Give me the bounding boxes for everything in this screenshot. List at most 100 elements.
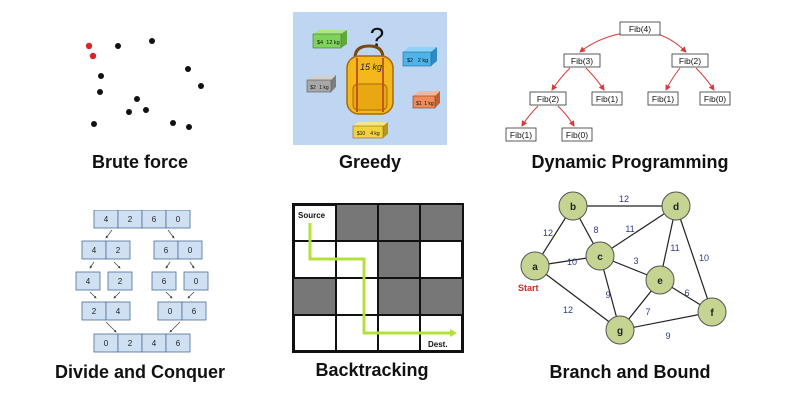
- node-label: a: [532, 262, 538, 273]
- edge-weight: 10: [567, 257, 577, 267]
- cell-value: 4: [86, 277, 91, 286]
- red-point: [85, 42, 93, 50]
- brute-force-panel: [60, 20, 240, 150]
- item-weight: 12 kg: [326, 40, 339, 46]
- point: [115, 43, 121, 49]
- edge-weight: 11: [670, 243, 679, 253]
- cell-value: 2: [128, 215, 133, 224]
- node-label: d: [673, 202, 679, 213]
- point: [185, 66, 191, 72]
- item-box: $4 12 kg: [312, 30, 347, 49]
- item-box: $1 1 kg: [412, 91, 440, 109]
- bag-weight-label: 15 kg: [360, 62, 382, 72]
- weighted-graph: 12 12 8 11 10 3 11 10 9 12 7 6 9 b d a: [518, 191, 727, 345]
- item-value: $2: [310, 85, 316, 91]
- cell-value: 6: [152, 215, 157, 224]
- dp-node: Fib(2): [679, 56, 701, 66]
- greedy-title: Greedy: [338, 152, 402, 172]
- backpack-icon: 15 kg: [346, 44, 394, 115]
- source-label: Source: [298, 211, 326, 220]
- item-weight: 2 kg: [418, 58, 428, 64]
- cell-value: 0: [168, 307, 173, 316]
- cell-value: 6: [192, 307, 197, 316]
- point: [98, 73, 104, 79]
- cell-value: 4: [92, 246, 97, 255]
- dp-node: Fib(0): [704, 94, 726, 104]
- edge-weight: 9: [605, 290, 610, 300]
- solution-path: [308, 223, 450, 335]
- point: [97, 89, 103, 95]
- branch-panel: 12 12 8 11 10 3 11 10 9 12 7 6 9 b d a: [510, 185, 740, 355]
- edge-weight: 12: [543, 228, 553, 238]
- cell-value: 2: [116, 246, 121, 255]
- point: [91, 121, 97, 127]
- item-value: $10: [357, 131, 366, 137]
- point: [126, 109, 132, 115]
- red-point: [89, 52, 97, 60]
- brute-force-title: Brute force: [91, 152, 189, 172]
- backtracking-title: Backtracking: [315, 360, 429, 380]
- fibonacci-recursion-tree: Fib(4) Fib(3) Fib(2) Fib(2) Fib(1) Fib(1…: [505, 21, 731, 142]
- point: [170, 120, 176, 126]
- item-weight: 4 kg: [370, 131, 380, 137]
- dp-panel: Fib(4) Fib(3) Fib(2) Fib(2) Fib(1) Fib(1…: [500, 20, 740, 148]
- item-weight: 1 kg: [319, 85, 329, 91]
- dest-label: Dest.: [428, 340, 448, 349]
- branch-title: Branch and Bound: [549, 362, 711, 382]
- graph-node: [605, 315, 635, 345]
- edge-weight: 7: [645, 307, 650, 317]
- question-mark: ?: [370, 22, 384, 52]
- dp-node: Fib(1): [652, 94, 674, 104]
- dp-node: Fib(2): [537, 94, 559, 104]
- item-value: $1: [416, 101, 422, 107]
- point: [149, 38, 155, 44]
- node-label: g: [617, 326, 623, 337]
- graph-node: [585, 241, 615, 271]
- backtracking-panel: Source Dest.: [292, 203, 464, 353]
- graph-node: [645, 265, 675, 295]
- point: [186, 124, 192, 130]
- brute-force-scatter: [85, 38, 204, 130]
- point: [198, 83, 204, 89]
- item-value: $2: [407, 58, 413, 64]
- cell-value: 0: [188, 246, 193, 255]
- maze-grid: Source Dest.: [292, 203, 464, 353]
- cell-value: 4: [104, 215, 109, 224]
- item-weight: 1 kg: [424, 101, 434, 107]
- graph-node: [697, 297, 727, 327]
- node-label: f: [710, 308, 714, 319]
- node-label: b: [570, 202, 576, 213]
- item-box: $10 4 kg: [352, 122, 388, 139]
- cell-value: 6: [162, 277, 167, 286]
- cell-value: 0: [176, 215, 181, 224]
- edge-weight: 11: [625, 224, 634, 234]
- graph-node: [558, 191, 588, 221]
- cell-value: 0: [104, 339, 109, 348]
- edge-weight: 6: [684, 288, 689, 298]
- dp-node: Fib(3): [571, 56, 593, 66]
- cell-value: 6: [176, 339, 181, 348]
- dp-node: Fib(0): [566, 130, 588, 140]
- item-value: $4: [317, 40, 323, 46]
- dp-node: Fib(4): [629, 24, 651, 34]
- point: [143, 107, 149, 113]
- edge-weight: 9: [665, 331, 670, 341]
- edge-weight: 8: [593, 225, 598, 235]
- cell-value: 0: [194, 277, 199, 286]
- edge-weight: 12: [563, 305, 573, 315]
- edge-weight: 12: [619, 194, 629, 204]
- cell-value: 6: [164, 246, 169, 255]
- greedy-knapsack-illustration: ? 15 kg $4 12 kg $2 2 kg: [293, 12, 447, 145]
- start-label: Start: [518, 283, 539, 293]
- cell-value: 4: [152, 339, 157, 348]
- dp-title: Dynamic Programming: [531, 152, 729, 172]
- path-arrowhead: [450, 329, 457, 337]
- cell-value: 2: [118, 277, 123, 286]
- cell-value: 2: [92, 307, 97, 316]
- merge-sort-diagram: 4 2 6 0 4 2 6 0 4 2 6 0 2 4 0 6 0 2 4 6: [75, 209, 209, 353]
- divide-panel: 4 2 6 0 4 2 6 0 4 2 6 0 2 4 0 6 0 2 4 6: [72, 209, 222, 358]
- node-label: e: [657, 276, 663, 287]
- greedy-panel: ? 15 kg $4 12 kg $2 2 kg: [293, 12, 447, 145]
- graph-node: [520, 251, 550, 281]
- item-box: $2 2 kg: [402, 47, 437, 67]
